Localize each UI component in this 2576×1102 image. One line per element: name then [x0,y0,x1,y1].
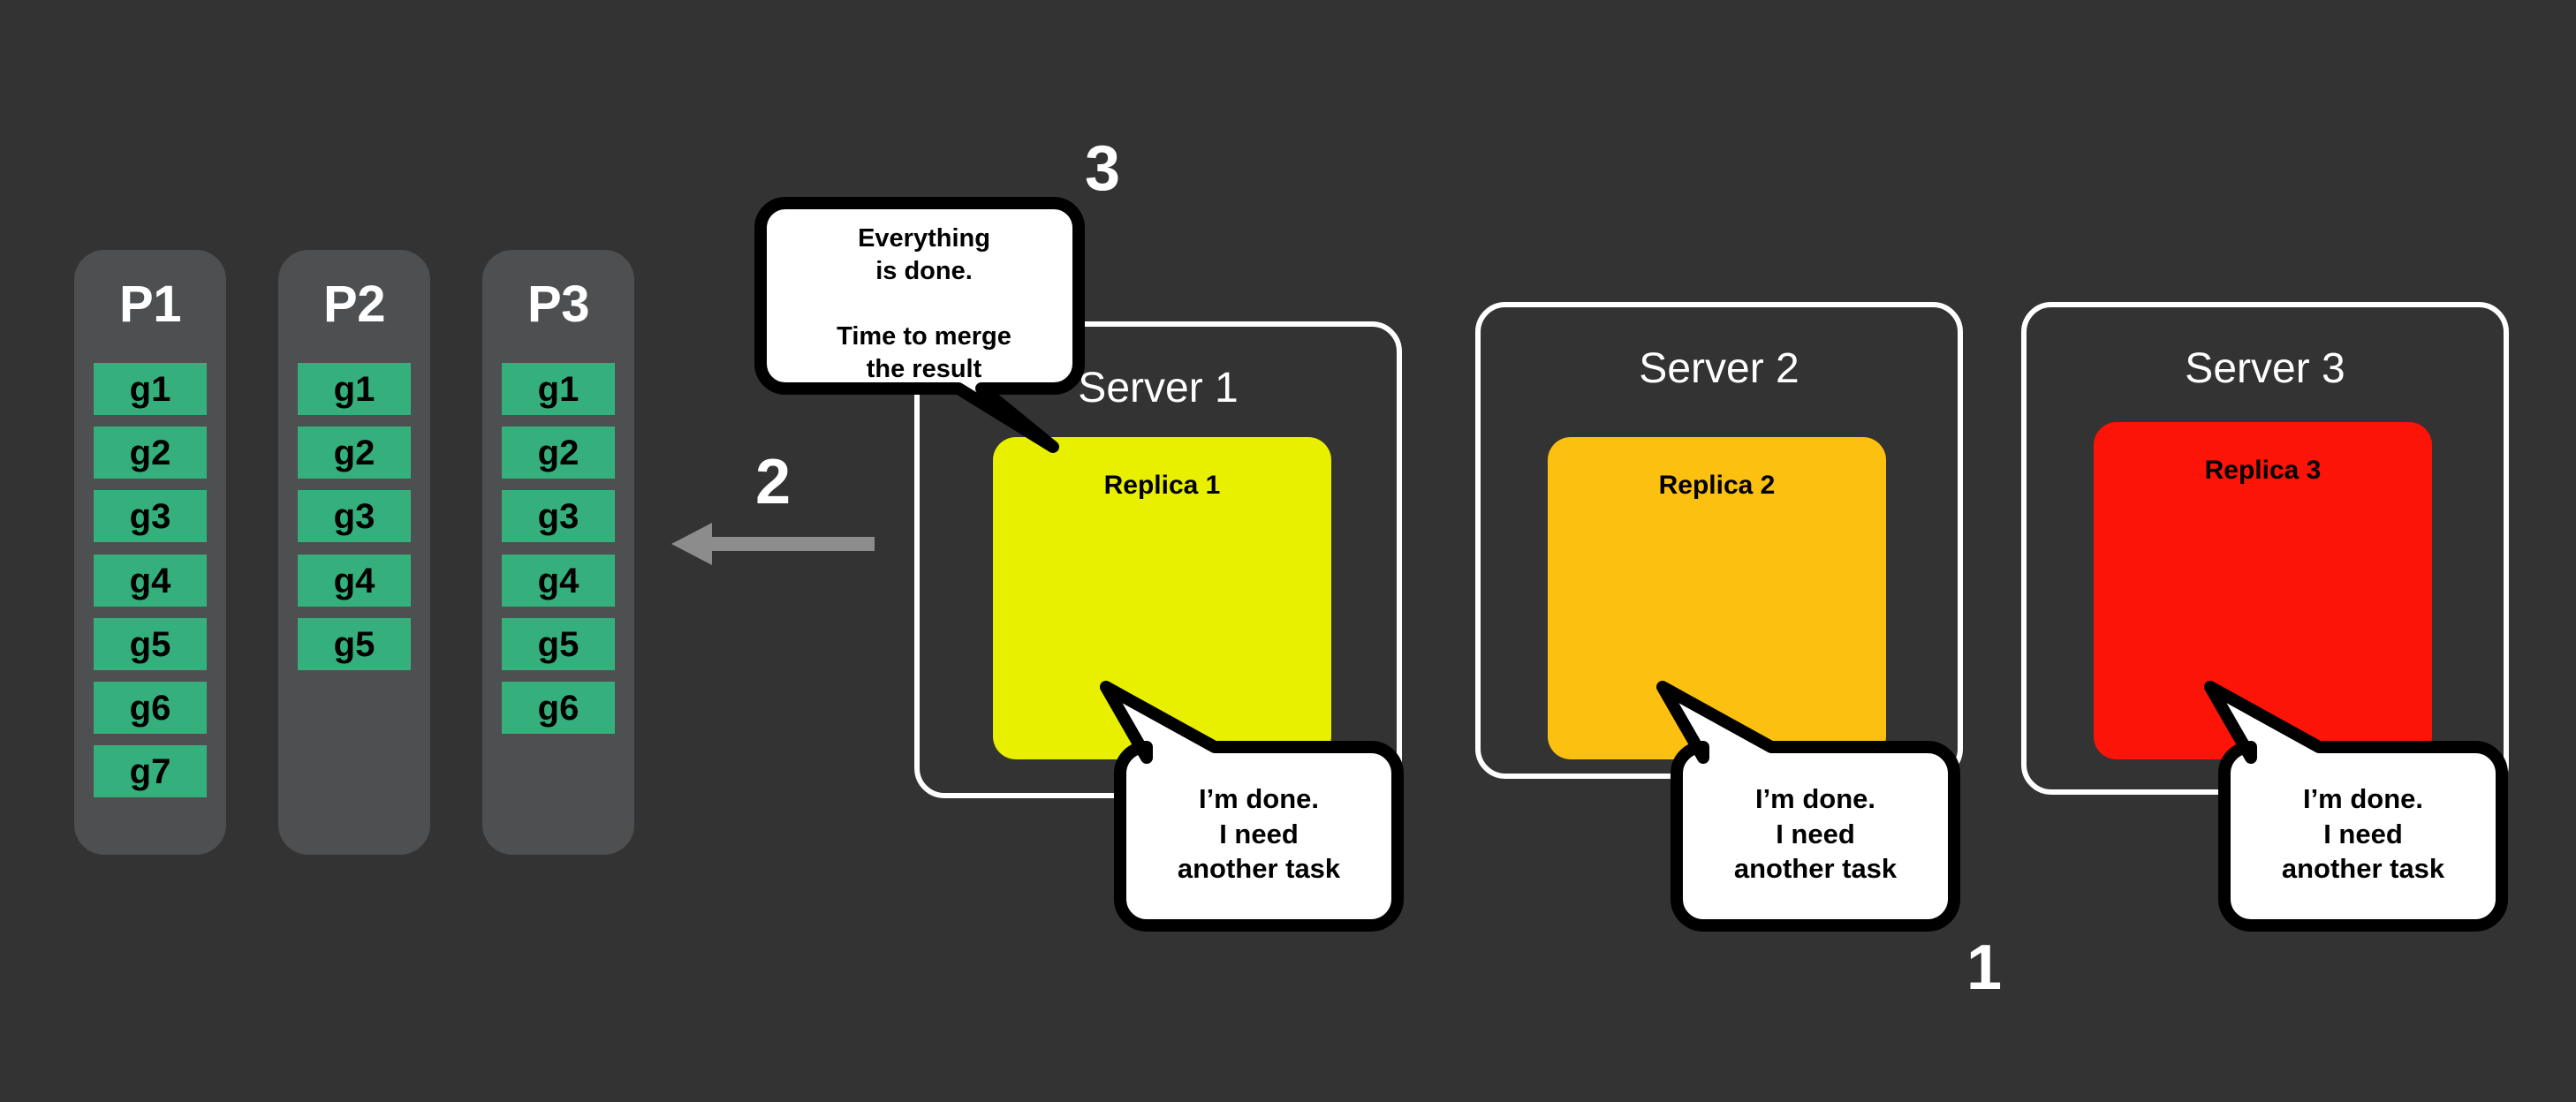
speech-bubble-merge: Everything is done. Time to merge the re… [754,191,1092,456]
replica-box-3: Replica 3 [2094,422,2432,759]
partition-block: g3 [94,490,207,542]
replica-label: Replica 2 [1658,471,1776,500]
replica-box-1: Replica 1 [993,437,1331,759]
speech-bubble-done-3-shape [2204,681,2508,932]
partition-title: P1 [119,276,181,333]
partition-block: g2 [94,426,207,479]
partition-p1: P1 g1 g2 g3 g4 g5 g6 g7 [74,250,226,855]
partition-block: g2 [298,426,411,479]
partition-block: g6 [502,682,615,734]
speech-bubble-done-2: I’m done. I need another task [1656,680,1966,936]
step-number-3: 3 [1085,133,1121,204]
partition-p2: P2 g1 g2 g3 g4 g5 [278,250,430,855]
speech-bubble-done-1: I’m done. I need another task [1100,680,1409,936]
server-title: Server 3 [2185,345,2345,392]
partition-block: g4 [502,555,615,607]
speech-bubble-done-2-text: I’m done. I need another task [1733,783,1898,885]
partition-block: g7 [94,745,207,797]
speech-bubble-done-2-shape [1656,681,1960,932]
speech-bubble-done-3-text: I’m done. I need another task [2281,783,2445,885]
speech-bubble-done-1-shape [1100,681,1404,932]
partition-p3: P3 g1 g2 g3 g4 g5 g6 [482,250,634,855]
partition-block: g3 [502,490,615,542]
partition-title: P2 [323,276,385,333]
partition-block: g4 [298,555,411,607]
partition-block: g5 [94,618,207,670]
speech-bubble-done-3: I’m done. I need another task [2204,680,2513,936]
partition-block: g5 [502,618,615,670]
speech-bubble-merge-text: Everything is done. Time to merge the re… [837,224,1011,384]
partition-block: g6 [94,682,207,734]
replica-label: Replica 1 [1103,471,1221,500]
partition-title: P3 [527,276,589,333]
step-number-1: 1 [1966,932,2003,1003]
server-title: Server 2 [1639,345,1799,392]
partition-block: g3 [298,490,411,542]
partition-block: g4 [94,555,207,607]
replica-box-2: Replica 2 [1548,437,1886,759]
partition-block: g1 [298,363,411,415]
speech-bubble-done-1-text: I’m done. I need another task [1177,783,1341,885]
partition-block: g5 [298,618,411,670]
partition-block: g1 [94,363,207,415]
partition-block: g1 [502,363,615,415]
replica-label: Replica 3 [2204,456,2322,485]
partition-block: g2 [502,426,615,479]
step-number-2: 2 [755,447,792,517]
arrow-left-icon [671,523,875,565]
speech-bubble-merge-shape [754,197,1085,453]
merge-arrow [671,517,875,570]
server-title: Server 1 [1078,365,1239,411]
